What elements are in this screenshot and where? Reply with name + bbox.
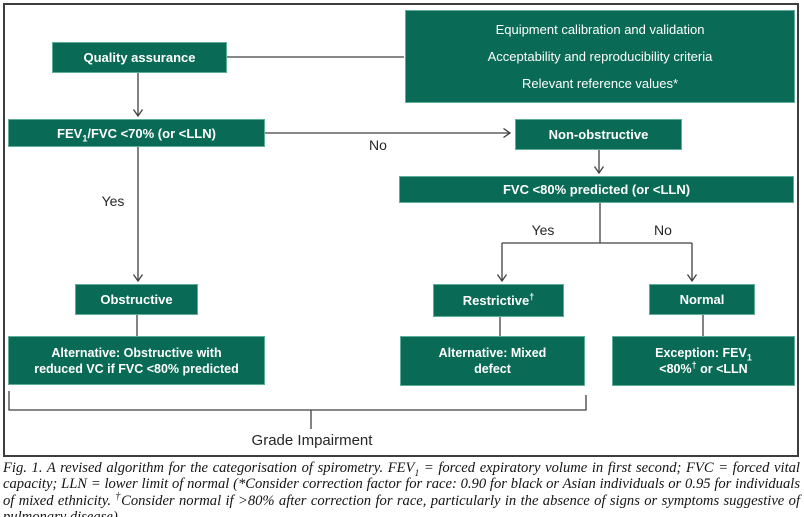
node-label-line: <80%† or <LLN bbox=[659, 359, 748, 376]
node-label-line: Alternative: Mixed bbox=[438, 346, 547, 360]
node-label: Obstructive bbox=[100, 292, 173, 307]
node-label: FVC <80% predicted (or <LLN) bbox=[502, 182, 691, 197]
node-label: Non-obstructive bbox=[548, 127, 649, 142]
node-criteria: Equipment calibration and validation Acc… bbox=[405, 10, 795, 103]
node-restrictive: Restrictive† bbox=[433, 284, 564, 317]
node-label: Quality assurance bbox=[83, 50, 196, 65]
edge-label-yes-mid: Yes bbox=[531, 222, 555, 238]
node-obstructive: Obstructive bbox=[75, 284, 198, 315]
node-quality-assurance: Quality assurance bbox=[52, 42, 227, 73]
grade-impairment-label: Grade Impairment bbox=[251, 432, 373, 449]
criteria-line: Equipment calibration and validation bbox=[495, 22, 705, 37]
node-fev-fvc-ratio: FEV1/FVC <70% (or <LLN) bbox=[8, 119, 265, 147]
criteria-line: Acceptability and reproducibility criter… bbox=[487, 49, 713, 64]
node-label: FEV1/FVC <70% (or <LLN) bbox=[57, 125, 216, 144]
node-fvc-predicted: FVC <80% predicted (or <LLN) bbox=[399, 176, 794, 203]
edge-label-no-top: No bbox=[369, 137, 387, 153]
node-exception: Exception: FEV1 <80%† or <LLN bbox=[612, 336, 795, 386]
node-alt-mixed: Alternative: Mixed defect bbox=[400, 336, 585, 386]
node-label: Restrictive† bbox=[462, 291, 535, 308]
criteria-line: Relevant reference values* bbox=[521, 76, 679, 91]
figure-frame bbox=[3, 3, 799, 457]
edge-label-yes-left: Yes bbox=[101, 193, 125, 209]
node-non-obstructive: Non-obstructive bbox=[515, 119, 682, 150]
node-label-line: Alternative: Obstructive with bbox=[51, 345, 222, 360]
figure-caption: Fig. 1. A revised algorithm for the cate… bbox=[3, 460, 800, 517]
node-label: Normal bbox=[679, 292, 725, 307]
node-label-line: Exception: FEV1 bbox=[655, 346, 752, 363]
edge-label-no-mid: No bbox=[654, 222, 672, 238]
node-label-line: defect bbox=[474, 362, 511, 376]
node-alt-obstructive: Alternative: Obstructive with reduced VC… bbox=[8, 336, 265, 385]
node-label-line: reduced VC if FVC <80% predicted bbox=[34, 361, 239, 376]
node-normal: Normal bbox=[649, 284, 755, 315]
